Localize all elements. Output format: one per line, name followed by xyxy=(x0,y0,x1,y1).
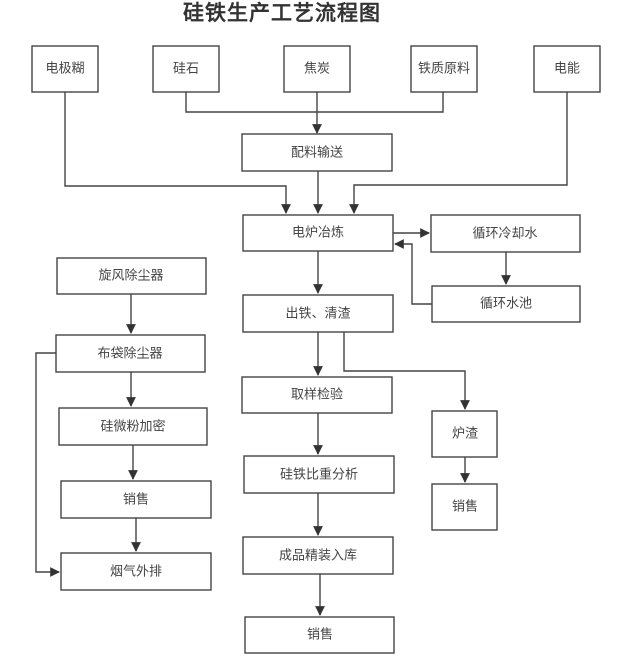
node-label: 硅石 xyxy=(173,62,199,77)
node-packing-storage: 成品精装入库 xyxy=(242,536,394,575)
node-cyclone-collector: 旋风除尘器 xyxy=(56,257,207,295)
node-label: 出铁、清渣 xyxy=(285,307,350,322)
node-label: 烟气外排 xyxy=(110,564,162,580)
node-label: 成品精装入库 xyxy=(279,548,357,564)
node-label: 配料输送 xyxy=(291,145,343,161)
node-label: 焦炭 xyxy=(304,62,330,77)
node-coke: 焦炭 xyxy=(283,45,351,93)
node-label: 电炉冶炼 xyxy=(292,226,344,241)
node-cooling-water: 循环冷却水 xyxy=(430,214,581,253)
node-electrode-paste: 电极糊 xyxy=(31,45,99,93)
node-label: 炉渣 xyxy=(452,427,478,442)
node-label: 硅铁比重分析 xyxy=(280,467,358,483)
node-label: 旋风除尘器 xyxy=(98,269,163,284)
node-sampling-inspection: 取样检验 xyxy=(241,376,393,414)
node-label: 销售 xyxy=(123,492,149,508)
node-label: 电极糊 xyxy=(45,61,84,77)
edge-power-to-furnace xyxy=(349,92,568,214)
node-batching-conveying: 配料输送 xyxy=(241,133,393,172)
node-label: 销售 xyxy=(452,499,478,515)
node-label: 铁质原料 xyxy=(418,62,470,77)
node-label: 硅微粉加密 xyxy=(100,419,165,435)
node-sales-slag: 销售 xyxy=(431,483,498,531)
node-label: 取样检验 xyxy=(291,387,343,403)
node-silica: 硅石 xyxy=(152,45,220,93)
node-furnace-smelting: 电炉冶炼 xyxy=(242,214,394,252)
edge-tapping-to-slag xyxy=(343,332,470,410)
node-specific-gravity-analysis: 硅铁比重分析 xyxy=(243,455,395,494)
node-bag-filter: 布袋除尘器 xyxy=(55,334,206,373)
node-microsilica-densify: 硅微粉加密 xyxy=(58,407,208,446)
node-water-pool: 循环水池 xyxy=(431,285,581,323)
edge-pool-to-furnace xyxy=(394,239,432,305)
node-tapping-slagging: 出铁、清渣 xyxy=(242,294,394,333)
diagram-title: 硅铁生产工艺流程图 xyxy=(183,1,381,25)
edge-bag-filter-to-flue-gas xyxy=(35,352,60,577)
edge-electrode-paste-to-furnace xyxy=(64,92,291,214)
node-sales-main: 销售 xyxy=(244,616,395,654)
node-electric-power: 电能 xyxy=(533,45,601,93)
node-sales-dust: 销售 xyxy=(60,480,212,519)
node-label: 销售 xyxy=(307,627,333,643)
edge-silica-to-batching xyxy=(185,92,444,113)
node-flue-gas-exhaust: 烟气外排 xyxy=(60,552,212,591)
node-furnace-slag: 炉渣 xyxy=(431,410,498,458)
node-label: 电能 xyxy=(554,62,580,77)
node-label: 循环水池 xyxy=(480,297,532,312)
node-iron-material: 铁质原料 xyxy=(410,45,478,93)
node-label: 循环冷却水 xyxy=(472,227,537,242)
node-label: 布袋除尘器 xyxy=(97,347,162,362)
connectors xyxy=(35,92,568,616)
